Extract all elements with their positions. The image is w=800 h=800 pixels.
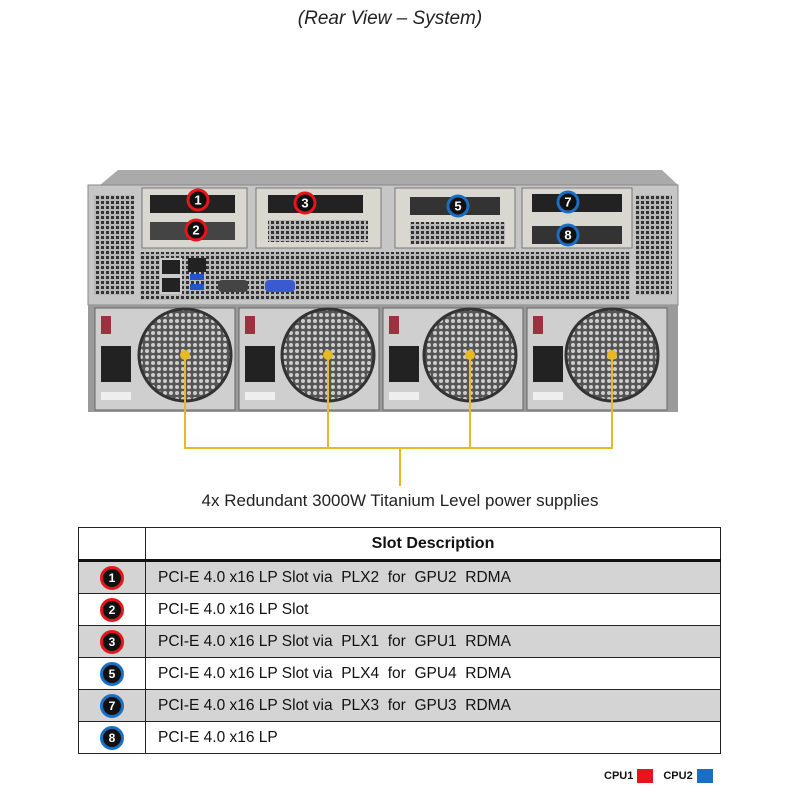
table-corner-cell <box>78 527 146 562</box>
cpu-legend: CPU1 CPU2 <box>604 769 719 783</box>
table-row: 3 PCI-E 4.0 x16 LP Slot via PLX1 for GPU1… <box>78 625 721 658</box>
psu-caption: 4x Redundant 3000W Titanium Level power … <box>201 491 599 510</box>
table-row: 2 PCI-E 4.0 x16 LP Slot <box>78 593 721 626</box>
power-inlet <box>389 346 419 382</box>
slot-number-cell: 5 <box>78 657 146 690</box>
slot-badge-icon: 5 <box>100 661 124 686</box>
slot-badge-2: 2 <box>184 218 208 242</box>
slot-number-cell: 8 <box>78 721 146 754</box>
svg-text:3: 3 <box>301 196 308 211</box>
power-supply <box>526 307 668 411</box>
psu-connector-lines <box>184 355 613 486</box>
legend-cpu1-label: CPU1 <box>604 770 634 782</box>
table-header: Slot Description <box>145 527 721 562</box>
power-inlet <box>101 346 131 382</box>
slot-description-cell: PCI-E 4.0 x16 LP <box>145 721 721 754</box>
table-row: 8 PCI-E 4.0 x16 LP <box>78 721 721 754</box>
slot-number-cell: 2 <box>78 593 146 626</box>
svg-text:2: 2 <box>192 223 199 238</box>
slot-description-cell: PCI-E 4.0 x16 LP Slot via PLX1 for GPU1 … <box>145 625 721 658</box>
slot-badge-5: 5 <box>446 194 470 218</box>
slot-badge-icon: 1 <box>100 565 124 590</box>
svg-text:5: 5 <box>454 199 461 214</box>
figure-title: (Rear View – System) <box>297 8 483 29</box>
legend-cpu1-swatch <box>637 769 654 783</box>
slot-badge-icon: 7 <box>100 693 124 718</box>
table-row: 5 PCI-E 4.0 x16 LP Slot via PLX4 for GPU4… <box>78 657 721 690</box>
slot-badge-3: 3 <box>293 191 317 215</box>
legend-cpu2-label: CPU2 <box>663 770 693 782</box>
table-row: 1 PCI-E 4.0 x16 LP Slot via PLX2 for GPU2… <box>78 560 721 594</box>
power-supply <box>94 307 236 411</box>
legend-cpu2-swatch <box>696 769 713 783</box>
slot-description-cell: PCI-E 4.0 x16 LP Slot <box>145 593 721 626</box>
slot-badge-icon: 2 <box>100 597 124 622</box>
slot-badge-icon: 8 <box>100 725 124 750</box>
rear-io-ports <box>160 258 295 294</box>
power-supply <box>382 307 524 411</box>
server-rear-view: 1 2 3 5 7 8 <box>87 170 679 486</box>
svg-text:1: 1 <box>194 193 201 208</box>
slot-badge-8: 8 <box>556 223 580 247</box>
power-inlet <box>533 346 563 382</box>
slot-badge-7: 7 <box>556 190 580 214</box>
svg-text:8: 8 <box>564 228 571 243</box>
slot-description-cell: PCI-E 4.0 x16 LP Slot via PLX4 for GPU4 … <box>145 657 721 690</box>
power-supply <box>238 307 380 411</box>
chassis-lid <box>100 170 678 185</box>
table-row: 7 PCI-E 4.0 x16 LP Slot via PLX3 for GPU3… <box>78 689 721 722</box>
slot-badge-icon: 3 <box>100 629 124 654</box>
svg-text:7: 7 <box>564 195 571 210</box>
slot-number-cell: 7 <box>78 689 146 722</box>
slot-number-cell: 1 <box>78 560 146 594</box>
slot-description-cell: PCI-E 4.0 x16 LP Slot via PLX3 for GPU3 … <box>145 689 721 722</box>
slot-description-cell: PCI-E 4.0 x16 LP Slot via PLX2 for GPU2 … <box>145 560 721 594</box>
slot-badge-1: 1 <box>186 188 210 212</box>
slot-number-cell: 3 <box>78 625 146 658</box>
power-inlet <box>245 346 275 382</box>
